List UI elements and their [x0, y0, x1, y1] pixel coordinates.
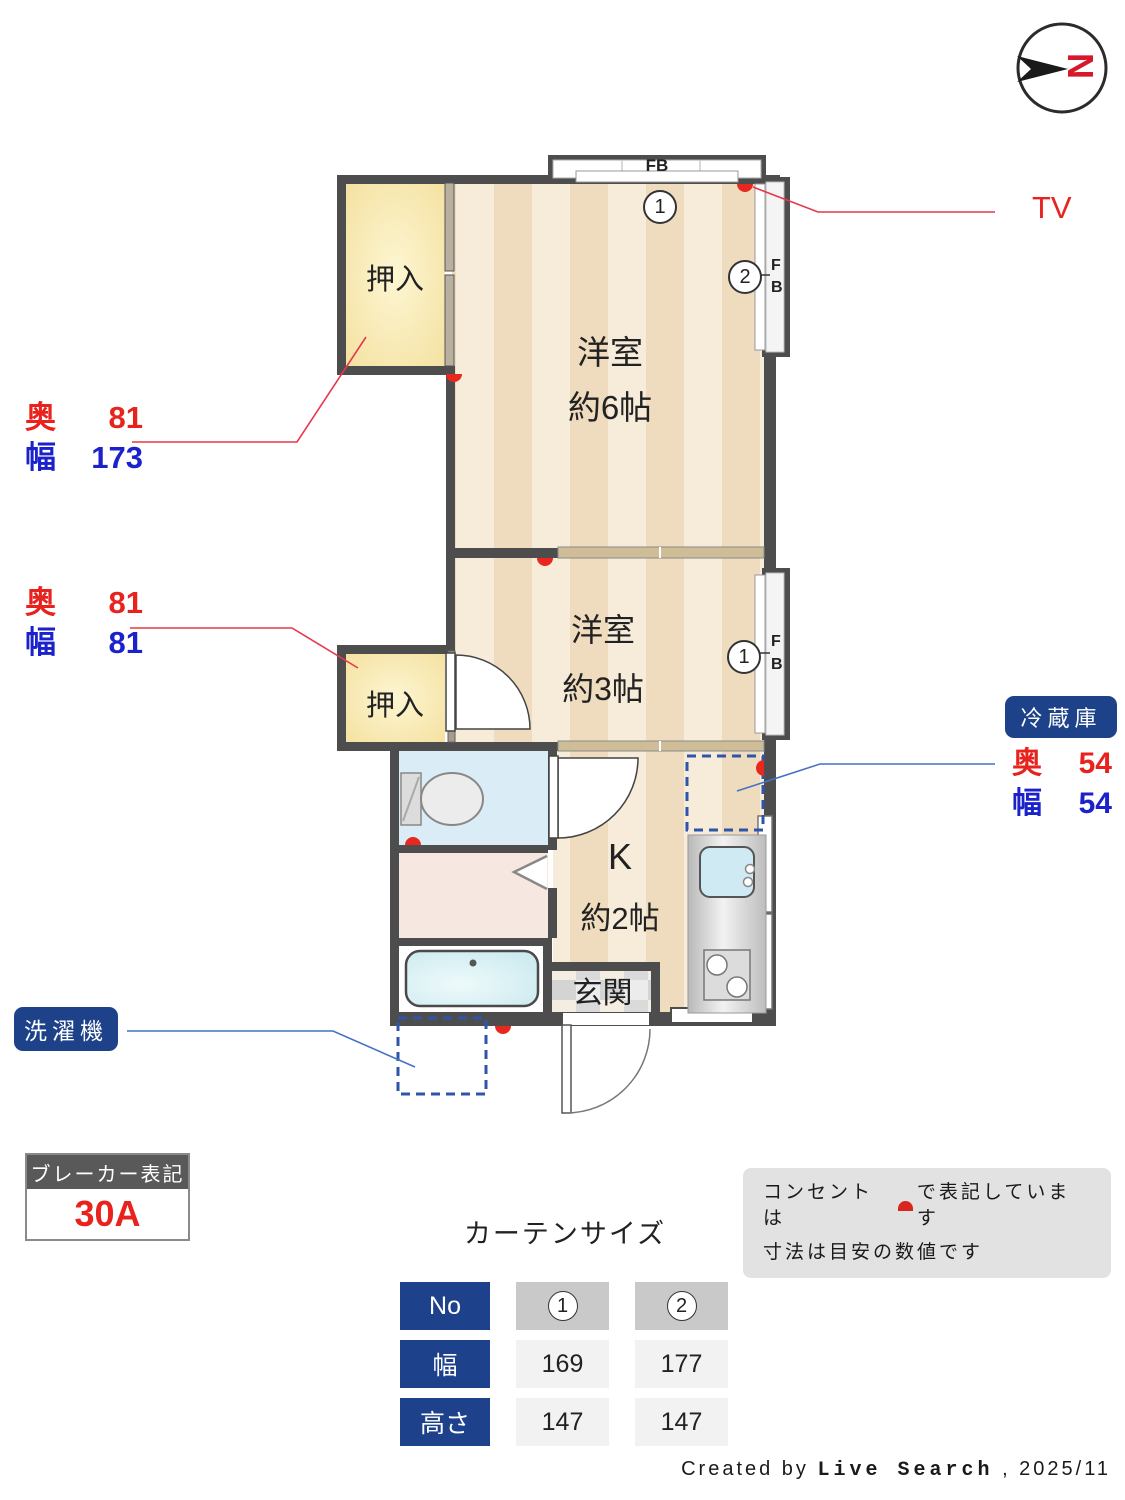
room3-name: 洋室	[570, 612, 635, 648]
fridge-badge: 冷蔵庫	[1005, 696, 1117, 738]
room3-door-leaf	[445, 652, 456, 732]
washroom-folding-door	[511, 854, 548, 891]
washer-box	[396, 1016, 488, 1096]
curtain-mark-2: 2	[666, 1291, 697, 1321]
row-width-header: 幅	[400, 1340, 490, 1388]
row-height-header: 高さ	[400, 1398, 490, 1446]
entrance-door-leaf	[561, 1024, 572, 1114]
window-label-fb-top: FB	[645, 156, 669, 175]
width-value: 173	[91, 440, 143, 475]
curtain-mark-2: 2	[728, 260, 762, 294]
depth-key: 奥	[25, 585, 56, 620]
compass-north-letter: N	[1060, 53, 1101, 79]
kitchen-name: K	[607, 836, 632, 877]
width-2-cell: 177	[635, 1340, 728, 1388]
outlet-legend-icon	[898, 1201, 913, 1211]
window1-label-b: B	[771, 656, 783, 673]
leader-lines	[127, 186, 995, 1068]
appliance-boxes	[396, 754, 765, 1096]
window2-label-f: F	[771, 257, 781, 274]
breaker-value: 30A	[74, 1193, 141, 1234]
window1-label-f: F	[771, 633, 781, 650]
row-no-header: No	[400, 1282, 490, 1330]
bathtub	[404, 949, 540, 1008]
width-value: 54	[1078, 787, 1112, 820]
curtain-mark-3: 1	[727, 640, 761, 674]
kitchen-door-arc	[557, 757, 639, 839]
col2-mark-cell: 2	[635, 1282, 728, 1330]
breaker-box: ブレーカー表記 30A	[25, 1153, 190, 1241]
width-key: 幅	[25, 625, 56, 660]
room3-door-arc	[455, 654, 531, 730]
credit-suffix: , 2025/11	[993, 1458, 1111, 1480]
closet-top-dims: 奥 81 幅 173	[25, 398, 143, 478]
credit-brand: Live Search	[817, 1459, 994, 1482]
width-key: 幅	[1012, 787, 1042, 820]
genkan-label: 玄関	[572, 977, 633, 1010]
fridge-dims: 奥 54 幅 54	[1012, 744, 1112, 824]
window2-label-b: B	[771, 279, 783, 296]
depth-key: 奥	[25, 400, 56, 435]
washer-badge: 洗濯機	[14, 1007, 118, 1051]
kitchen-size: 約2帖	[580, 901, 660, 936]
depth-value: 81	[108, 400, 143, 435]
curtain-table-title: カーテンサイズ	[463, 1219, 667, 1249]
doors	[445, 652, 651, 1114]
height-2-cell: 147	[635, 1398, 728, 1446]
outlet-marks	[405, 184, 764, 1034]
depth-key: 奥	[1012, 747, 1042, 780]
depth-value: 54	[1078, 747, 1112, 780]
window-sill-top	[575, 170, 739, 183]
kitchen-door-leaf	[548, 755, 559, 839]
width-1-cell: 169	[516, 1340, 609, 1388]
width-value: 81	[108, 625, 143, 660]
closet-top-label: 押入	[365, 264, 424, 296]
closet-mid-floor	[345, 654, 445, 742]
entrance-door-arc	[565, 1028, 651, 1114]
breaker-title: ブレーカー表記	[27, 1155, 188, 1189]
width-key: 幅	[25, 440, 56, 475]
curtain-mark-1: 1	[643, 190, 677, 224]
room3-size: 約3帖	[562, 671, 644, 707]
room6-size: 約6帖	[567, 389, 653, 426]
notes-box: コンセントは で表記しています 寸法は目安の数値です	[743, 1168, 1111, 1278]
note-line2: 寸法は目安の数値です	[763, 1242, 984, 1263]
curtain-mark-1: 1	[547, 1291, 578, 1321]
col1-mark-cell: 1	[516, 1282, 609, 1330]
entrance-opening	[563, 1013, 649, 1025]
genkan-floor	[552, 971, 651, 1012]
compass-arrow	[1017, 56, 1068, 82]
note-line1-post: で表記しています	[916, 1182, 1071, 1229]
room6-name: 洋室	[577, 334, 643, 371]
height-1-cell: 147	[516, 1398, 609, 1446]
fusuma-partitions	[557, 546, 765, 752]
closet-mid-dims: 奥 81 幅 81	[25, 583, 143, 663]
tv-label: TV	[1032, 190, 1072, 225]
compass-icon	[1016, 22, 1108, 114]
credit-line: Created by Live Search , 2025/11	[0, 1458, 1111, 1482]
fridge-box	[685, 754, 765, 832]
closet-top-floor	[345, 183, 445, 366]
fixtures	[400, 772, 767, 1014]
note-line1-pre: コンセントは	[763, 1182, 874, 1229]
depth-value: 81	[108, 585, 143, 620]
closet-mid-label: 押入	[365, 690, 424, 722]
credit-prefix: Created by	[681, 1458, 818, 1480]
toilet-bowl	[420, 772, 484, 826]
curtain-table: No 1 2 幅 169 177 高さ 147 147	[400, 1282, 728, 1446]
